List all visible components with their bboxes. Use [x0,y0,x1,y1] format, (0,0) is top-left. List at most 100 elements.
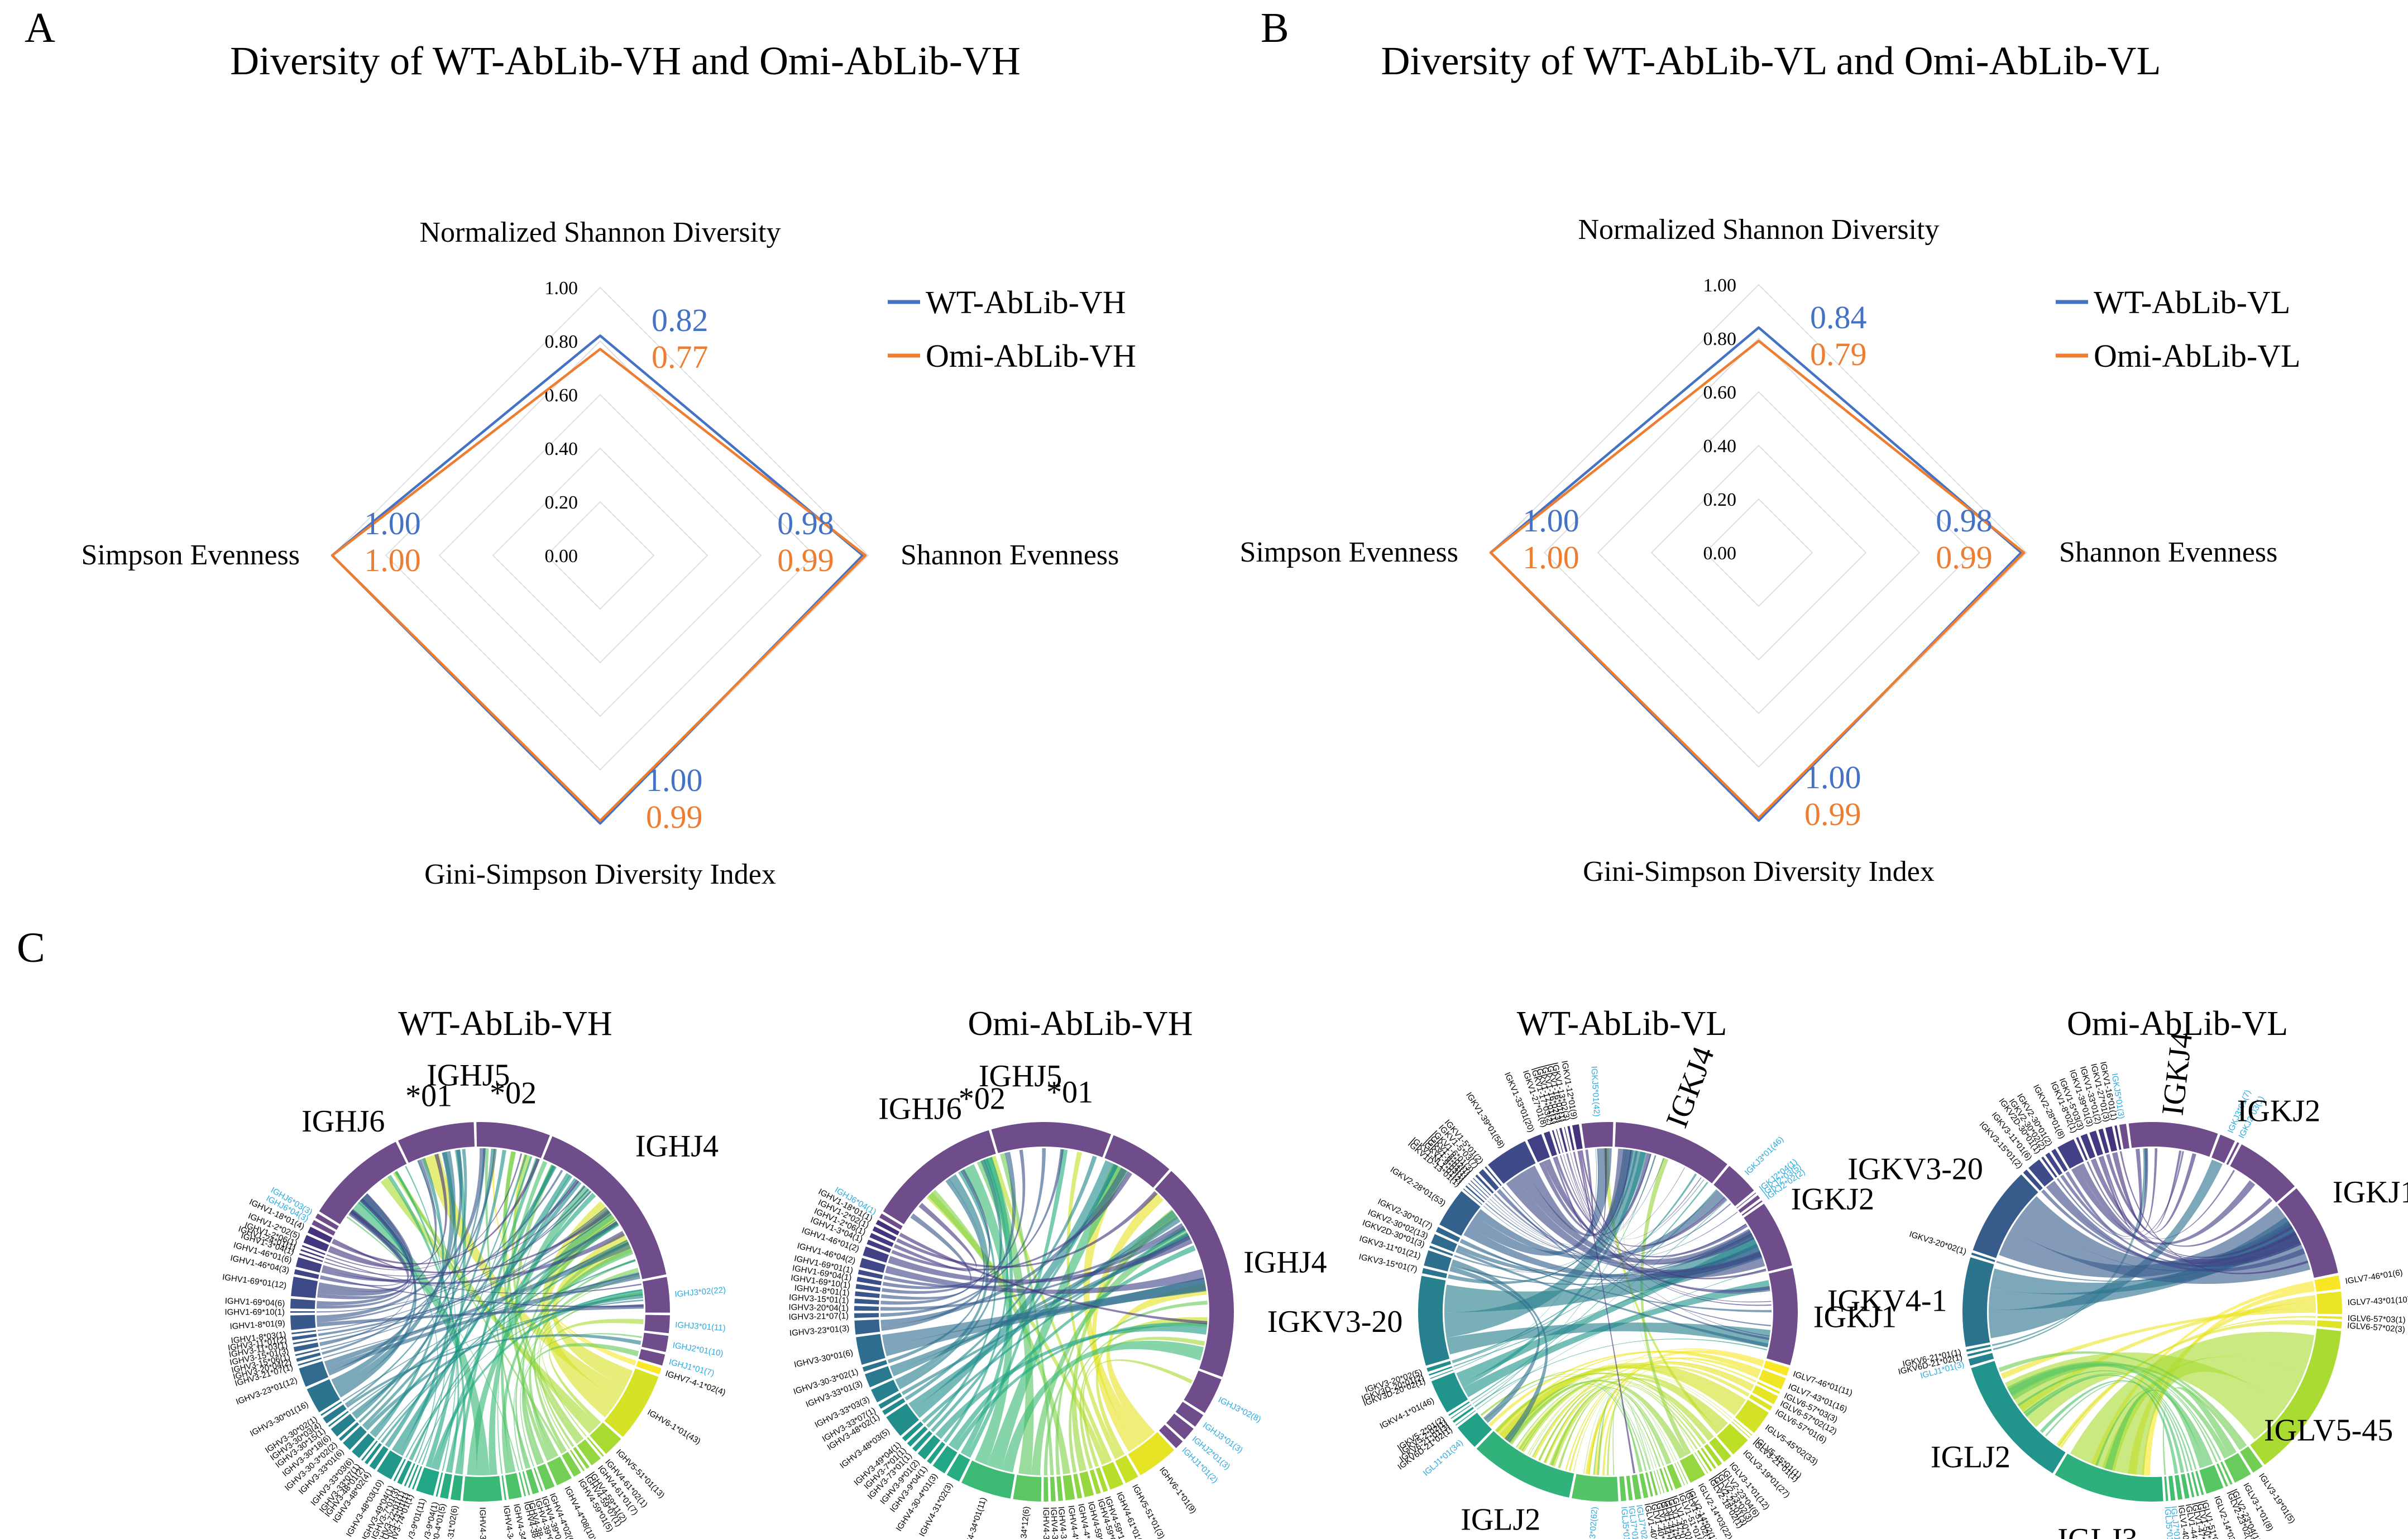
chord-ribbon [882,1278,1207,1347]
radar-value-annotation: 0.98 [1936,502,1993,539]
chord-allele-label-j: IGLJ3*02(62) [1587,1507,1600,1539]
chord-arc-segment [604,1368,659,1437]
chord-arc-segment [299,1361,329,1387]
chord-arc-segment [295,1349,320,1356]
chord-arc-segment [1175,1402,1204,1427]
chord-ribbon [1558,1384,1697,1468]
chord-arc-segment [883,1130,996,1225]
chord-arc-segment [293,1339,318,1345]
chord-family-label: IGKV3-20 [1267,1305,1403,1339]
chord-ribbon [1577,1150,1636,1474]
chord-arc-segment [1463,1188,1483,1205]
chord-arc-segment [875,1220,900,1236]
chord-ribbons [880,1148,1208,1476]
radar-value-annotation: 0.82 [652,302,708,338]
chord-arc-segment [404,1463,415,1487]
chord-arc-segment [642,1332,669,1352]
chord-allele-label-j: IGHJ3*02(22) [674,1285,726,1299]
chord-arc-segment [369,1446,389,1470]
radar-value-annotation: 1.00 [364,542,421,578]
chord-ribbon [322,1149,497,1355]
chord-family-label: IGHJ6 [878,1092,961,1126]
legend-label: Omi-AbLib-VH [926,338,1136,374]
radar-value-annotation: 0.79 [1810,336,1867,372]
chord-arc-segment [1073,1473,1083,1499]
chord-arc-segment [871,1379,899,1403]
chord-arc-segment [869,1233,894,1247]
chord-arc-segment [328,1411,349,1427]
chord-arc-segment [1731,1421,1750,1439]
chord-ribbon [1444,1231,1763,1313]
radar-grid-ring [1543,337,1974,768]
chord-arc-segment [1631,1474,1641,1500]
chord-arc-segment [638,1349,666,1366]
chord-arc-segment [2023,1169,2043,1191]
chord-allele-label: IGHV3-23*01(3) [789,1324,850,1338]
chord-family-label: *02 [959,1082,1006,1116]
chord-ribbon [323,1273,640,1359]
chord-arc-segment [2195,1470,2204,1495]
chord-arc-segment [1430,1369,1454,1379]
chord-arc-segment [569,1450,585,1471]
radar-value-annotation: 0.84 [1810,299,1867,335]
chord-allele-label-j: IGLJ5*01(7) [1619,1506,1633,1539]
chord-allele-label: IGHV1-69*10(1) [224,1307,285,1317]
chord-family-label: IGKV3-20 [1847,1152,1983,1187]
chord-arc-segment [863,1246,889,1263]
chord-arc-segment [1564,1126,1571,1152]
chord-allele-label: IGHV4-38-2*01(1) [1041,1507,1051,1539]
chord-arc-segment [1184,1370,1222,1413]
chord-ribbon [331,1158,540,1265]
chord-arc-segment [290,1315,316,1330]
chord-arc-segment [1966,1344,1991,1352]
chord-arc-segment [2045,1152,2063,1176]
chord-arc-segment [1677,1461,1688,1484]
radar-tick-label: 0.60 [1703,382,1737,403]
chord-ribbon [990,1156,1112,1463]
radar-grid-ring [1650,444,1867,661]
chord-arc-segment [1619,1476,1626,1502]
chord-allele-label: IGHV4-34*01(11) [960,1496,989,1539]
chord-arc-segment [1013,1475,1042,1502]
chord-arc-segment [1115,1455,1138,1483]
chord-arc-segment [1639,1473,1649,1498]
chord-allele-label: IGHV4-38-2*02(1) [1049,1507,1061,1539]
panel-label-c: C [17,924,45,971]
chord-arc-segment [293,1343,319,1352]
chord-arc-segment [323,1404,347,1424]
chord-arc-segment [299,1253,323,1262]
chord-arc-segment [361,1440,378,1461]
chord-ribbon [352,1221,619,1416]
chord-arc-segment [587,1437,604,1457]
chord-arc-segment [291,1330,317,1335]
chord-allele-label-j: IGKJ5*01(42) [1589,1066,1601,1117]
chord-arc-segment [2230,1144,2295,1203]
panel-label-a: A [25,4,55,51]
radar-grid-ring [438,394,762,717]
chord-arc-segment [856,1277,882,1286]
chord-family-label: IGLJ2 [1931,1440,2010,1475]
chord-arc-segment [1733,1419,1753,1436]
chord-allele-label: IGLV7-43*01(10) [2347,1295,2408,1307]
chord-arc-segment [2211,1134,2235,1163]
chord-arc-segment [1155,1171,1234,1377]
chord-arc-segment [1700,1447,1717,1469]
chord-arc-segment [1435,1226,1461,1242]
chord-arc-segment [1050,1476,1056,1502]
chord-family-label: IGLJ3 [2057,1522,2137,1539]
radar-grid-ring [545,501,655,610]
chord-ribbon [346,1334,642,1408]
chord-arc-segment [1095,1467,1108,1492]
chord-ribbon [1518,1379,1705,1450]
legend-label: WT-AbLib-VL [2094,284,2290,320]
radar-value-annotation: 1.00 [364,505,421,541]
radar-value-annotation: 0.99 [777,542,834,578]
chord-arc-segment [377,1450,403,1480]
chord-allele-label-j: IGLJ5*01(1) [2162,1506,2175,1539]
chord-ribbon [317,1159,437,1306]
chord-arc-segment [867,1239,892,1253]
chord-arc-segment [1704,1444,1722,1466]
radar-grid-ring [492,447,708,664]
chord-arc-segment [2080,1133,2096,1159]
